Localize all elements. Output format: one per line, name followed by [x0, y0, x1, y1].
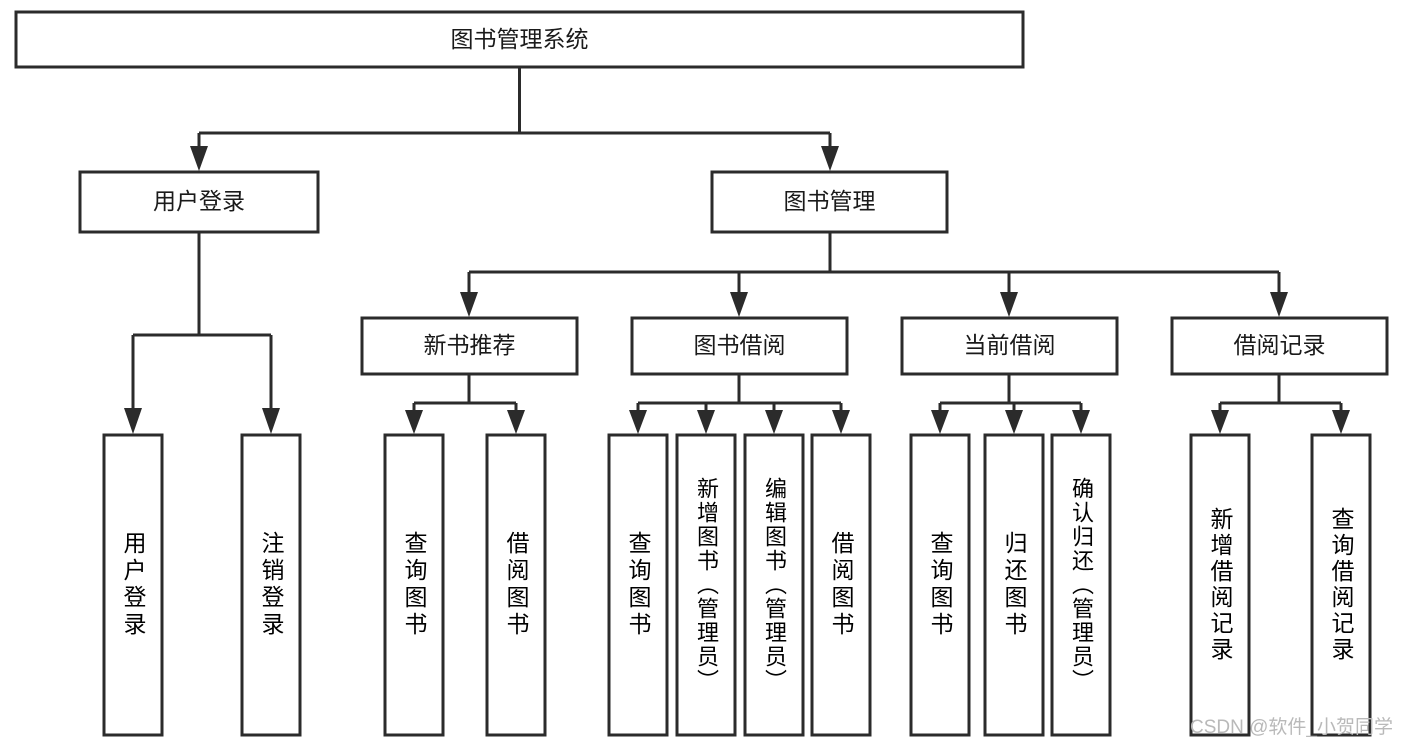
arrow-head-user-login [190, 146, 208, 171]
node-label: 注销登录 [258, 531, 284, 639]
arrow-head-leaf-add-book-admin [697, 410, 715, 434]
node-leaf-user-login[interactable]: 用户登录 [102, 433, 164, 737]
node-label: 确认归还（管理员） [1069, 477, 1094, 693]
node-leaf-borrow-book-2[interactable]: 借阅图书 [810, 433, 872, 737]
arrow-head-new-book-recommend [460, 292, 478, 317]
node-leaf-query-record[interactable]: 查询借阅记录 [1310, 433, 1372, 737]
node-label: 查询图书 [927, 531, 953, 639]
arrow-head-leaf-query-book-1 [405, 410, 423, 434]
node-box [710, 170, 949, 234]
node-box [743, 433, 805, 737]
watermark-label: CSDN @软件_小贺同学 [1190, 716, 1393, 738]
node-box [1050, 433, 1112, 737]
arrow-head-book-manage [821, 146, 839, 171]
arrow-head-book-borrow [730, 292, 748, 317]
node-box [102, 433, 164, 737]
node-box [1189, 433, 1251, 737]
node-label: 归还图书 [1001, 531, 1027, 639]
arrow-head-leaf-confirm-return [1072, 410, 1090, 434]
node-label: 图书借阅 [694, 332, 786, 358]
node-box [383, 433, 445, 737]
node-leaf-edit-book-admin[interactable]: 编辑图书（管理员） [743, 433, 805, 737]
arrow-head-leaf-return-book [1005, 410, 1023, 434]
node-leaf-borrow-book-1[interactable]: 借阅图书 [485, 433, 547, 737]
node-label: 新增图书（管理员） [694, 477, 719, 693]
node-box [675, 433, 737, 737]
node-box [14, 10, 1025, 69]
node-label: 查询借阅记录 [1328, 507, 1354, 663]
node-leaf-add-record[interactable]: 新增借阅记录 [1189, 433, 1251, 737]
node-label: 借阅记录 [1234, 332, 1326, 358]
node-current-borrow[interactable]: 当前借阅 [900, 316, 1119, 376]
arrow-head-borrow-record [1270, 292, 1288, 317]
node-box [900, 316, 1119, 376]
node-box [630, 316, 849, 376]
node-label: 新书推荐 [424, 332, 516, 358]
node-book-management-system[interactable]: 图书管理系统 [14, 10, 1025, 69]
arrow-head-leaf-query-book-3 [931, 410, 949, 434]
node-book-manage[interactable]: 图书管理 [710, 170, 949, 234]
arrow-head-leaf-query-book-2 [629, 410, 647, 434]
arrow-head-leaf-borrow-book-1 [507, 410, 525, 434]
arrow-head-leaf-user-login [124, 408, 142, 434]
node-label: 新增借阅记录 [1207, 507, 1233, 663]
arrow-head-leaf-logout-login [262, 408, 280, 434]
node-leaf-query-book-3[interactable]: 查询图书 [909, 433, 971, 737]
node-borrow-record[interactable]: 借阅记录 [1170, 316, 1389, 376]
node-layer: 图书管理系统 用户登录 图书管理 新书推荐 图书借阅 当前 [14, 10, 1389, 737]
node-label: 用户登录 [153, 188, 245, 214]
node-leaf-return-book[interactable]: 归还图书 [983, 433, 1045, 737]
node-label: 当前借阅 [964, 332, 1056, 358]
node-box [607, 433, 669, 737]
node-box [78, 170, 320, 234]
node-leaf-query-book-2[interactable]: 查询图书 [607, 433, 669, 737]
arrow-head-current-borrow [1000, 292, 1018, 317]
node-box [810, 433, 872, 737]
node-box [485, 433, 547, 737]
node-book-borrow[interactable]: 图书借阅 [630, 316, 849, 376]
node-user-login[interactable]: 用户登录 [78, 170, 320, 234]
node-label: 用户登录 [120, 531, 146, 639]
node-leaf-logout-login[interactable]: 注销登录 [240, 433, 302, 737]
node-leaf-confirm-return[interactable]: 确认归还（管理员） [1050, 433, 1112, 737]
connector-layer [124, 67, 1350, 434]
node-box [240, 433, 302, 737]
arrow-head-leaf-query-record [1332, 410, 1350, 434]
node-new-book-recommend[interactable]: 新书推荐 [360, 316, 579, 376]
node-label: 图书管理系统 [451, 26, 589, 52]
arrow-head-leaf-edit-book-admin [765, 410, 783, 434]
node-box [1310, 433, 1372, 737]
arrow-head-leaf-borrow-book-2 [832, 410, 850, 434]
node-label: 借阅图书 [503, 531, 529, 639]
node-leaf-query-book-1[interactable]: 查询图书 [383, 433, 445, 737]
node-label: 查询图书 [625, 531, 651, 639]
node-box [983, 433, 1045, 737]
node-box [909, 433, 971, 737]
arrow-head-leaf-add-record [1211, 410, 1229, 434]
node-box [360, 316, 579, 376]
node-leaf-add-book-admin[interactable]: 新增图书（管理员） [675, 433, 737, 737]
node-label: 编辑图书（管理员） [762, 477, 787, 693]
node-box [1170, 316, 1389, 376]
node-label: 查询图书 [401, 531, 427, 639]
node-label: 借阅图书 [828, 531, 854, 639]
node-label: 图书管理 [784, 188, 876, 214]
